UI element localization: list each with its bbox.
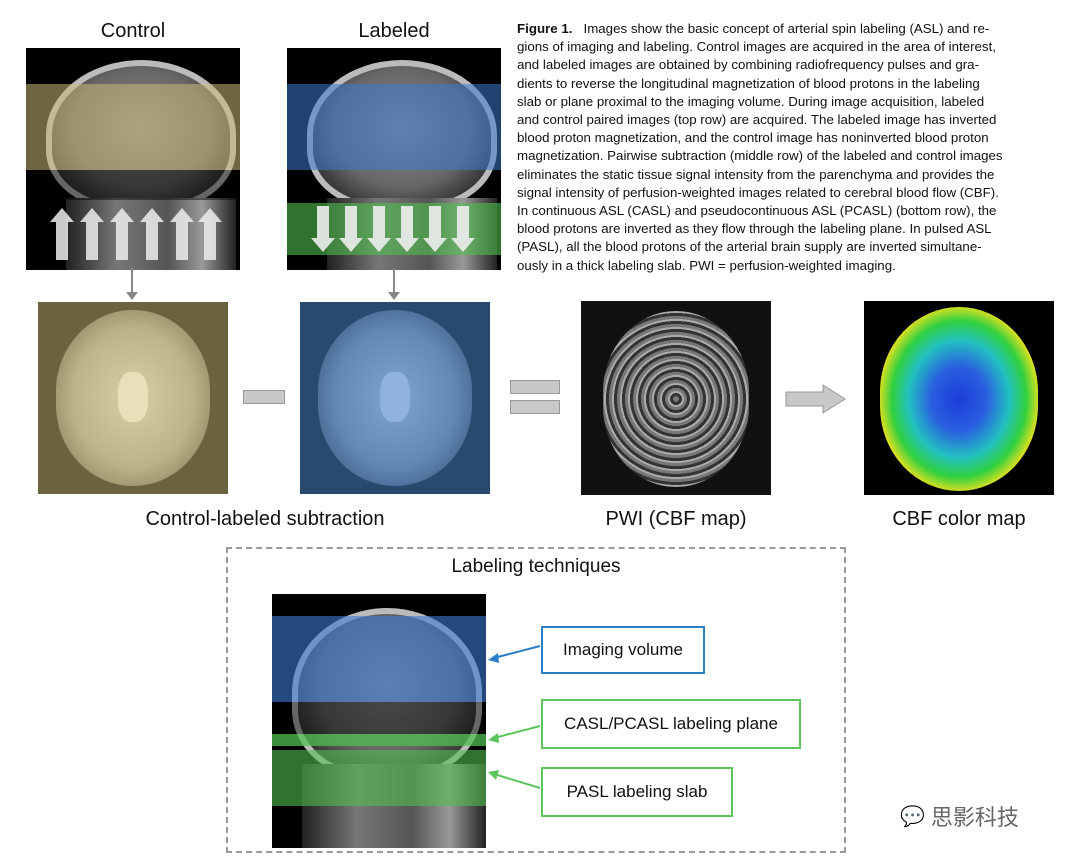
control-overlay-band	[26, 84, 240, 170]
control-sagittal-image	[26, 48, 240, 270]
subtraction-label: Control-labeled subtraction	[145, 508, 385, 530]
right-arrow-icon	[785, 384, 846, 414]
caption-line: (PASL), all the blood protons of the art…	[517, 239, 982, 255]
caption-line: slab or plane proximal to the imaging vo…	[517, 93, 985, 109]
imaging-volume-band	[287, 84, 501, 170]
wechat-icon: 💬	[900, 805, 925, 828]
caption-line: ously in a thick labeling slab. PWI = pe…	[517, 257, 896, 273]
minus-operator: −	[243, 390, 285, 404]
caption-line: Images show the basic concept of arteria…	[583, 21, 990, 36]
figure-label: Figure 1.	[517, 21, 573, 36]
down-arrow-icon	[388, 268, 400, 300]
control-label: Control	[100, 20, 166, 42]
down-arrow-icon	[126, 268, 138, 300]
equals-operator: =	[510, 380, 560, 416]
casl-pcasl-plane-box: CASL/PCASL labeling plane	[541, 699, 801, 749]
control-axial-image	[38, 302, 228, 494]
caption-line: and control paired images (top row) are …	[517, 112, 997, 128]
pwi-label: PWI (CBF map)	[605, 508, 747, 530]
labeling-techniques-title: Labeling techniques	[451, 556, 621, 577]
caption-line: In continuous ASL (CASL) and pseudoconti…	[517, 203, 997, 219]
caption-line: dients to reverse the longitudinal magne…	[517, 75, 980, 91]
watermark: 💬 思影科技	[900, 800, 1019, 832]
pwi-image	[581, 301, 771, 495]
caption-line: and labeled images are obtained by combi…	[517, 57, 979, 73]
techniques-sagittal-image	[272, 594, 486, 848]
caption-line: eliminates the static tissue signal inte…	[517, 166, 995, 182]
caption-line: gions of imaging and labeling. Control i…	[517, 39, 996, 55]
pasl-slab-box: PASL labeling slab	[541, 767, 733, 817]
watermark-text: 思影科技	[930, 805, 1019, 830]
caption-line: magnetization. Pairwise subtraction (mid…	[517, 148, 1003, 164]
labeled-sagittal-image	[287, 48, 501, 270]
imaging-volume-box: Imaging volume	[541, 626, 705, 674]
caption-line: blood proton magnetization, and the cont…	[517, 130, 989, 146]
cbf-color-map-image	[864, 301, 1054, 495]
figure-caption: Figure 1. Images show the basic concept …	[517, 20, 1067, 275]
caption-line: signal intensity of perfusion-weighted i…	[517, 184, 999, 200]
labeling-techniques-panel	[226, 547, 846, 853]
pointer-arrows	[488, 645, 541, 789]
caption-line: blood protons are inverted as they flow …	[517, 221, 992, 237]
labeled-axial-image	[300, 302, 490, 494]
cbf-label: CBF color map	[892, 508, 1026, 530]
labeled-label: Labeled	[358, 20, 430, 42]
